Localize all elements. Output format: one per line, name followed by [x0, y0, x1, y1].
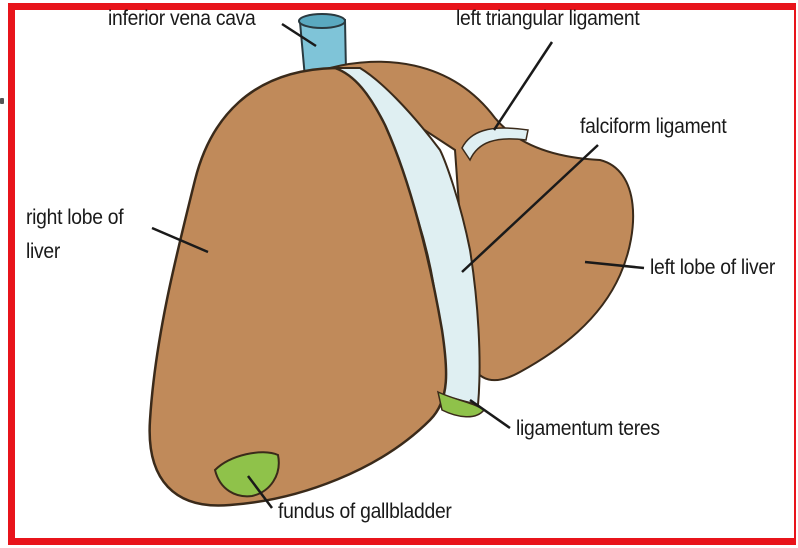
- leader-left-triangular: [494, 42, 552, 130]
- label-left-lobe: left lobe of liver: [650, 256, 775, 280]
- label-ligamentum-teres: ligamentum teres: [516, 417, 660, 441]
- label-left-triangular-ligament: left triangular ligament: [456, 7, 639, 31]
- label-inferior-vena-cava: inferior vena cava: [108, 7, 256, 31]
- label-right-lobe-line1: right lobe of: [26, 206, 123, 230]
- label-fundus-gallbladder: fundus of gallbladder: [278, 500, 452, 524]
- label-right-lobe-line2: liver: [26, 240, 60, 264]
- label-falciform-ligament: falciform ligament: [580, 115, 726, 139]
